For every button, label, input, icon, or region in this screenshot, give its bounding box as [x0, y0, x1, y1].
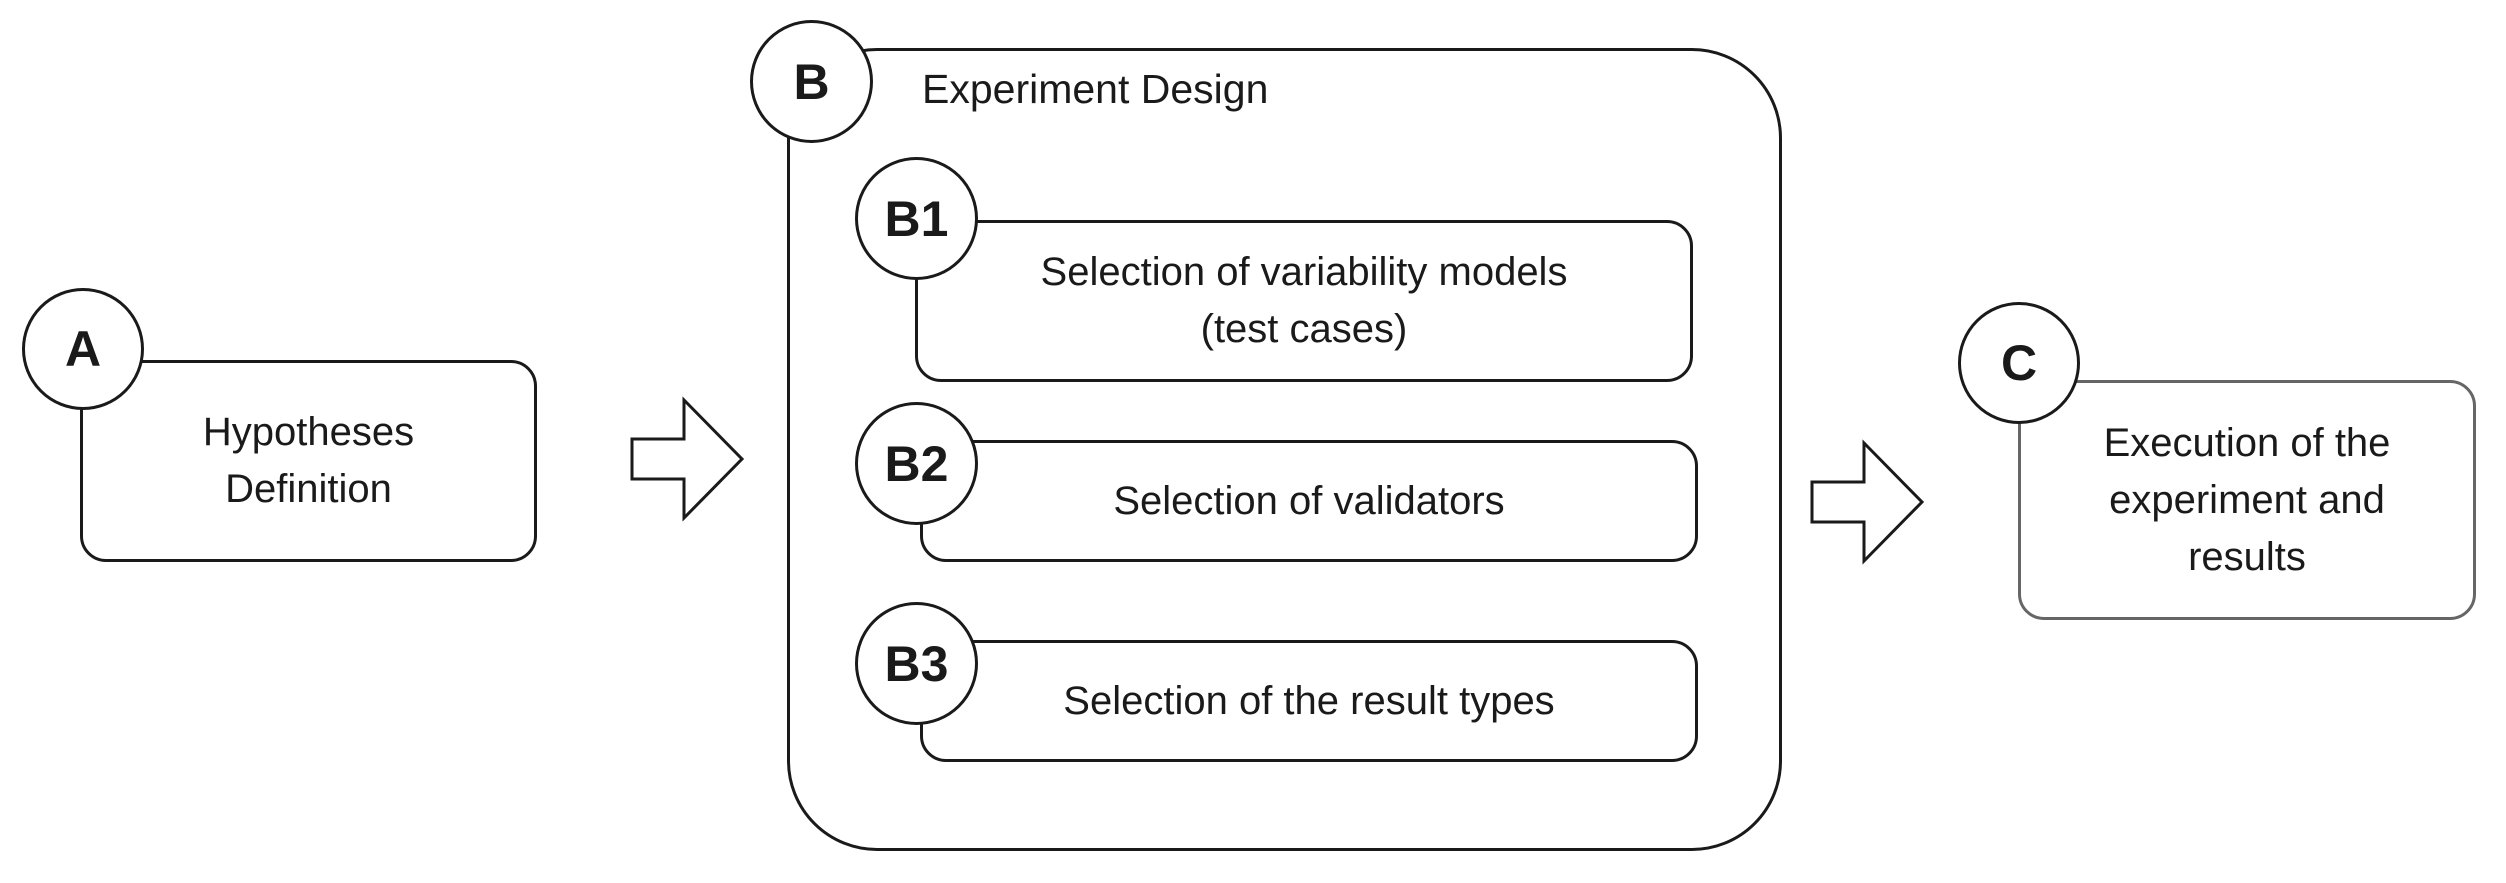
arrow-b-to-c-icon [1810, 439, 1925, 565]
experiment-design-title: Experiment Design [922, 66, 1269, 112]
substep-b1-badge-label: B1 [884, 190, 949, 247]
step-b-badge: B [750, 20, 873, 143]
step-a-label: Hypotheses Definition [202, 410, 415, 511]
arrow-a-to-b-icon [630, 396, 745, 522]
substep-b2-badge: B2 [855, 402, 978, 525]
substep-b2-label: Selection of validators [1113, 478, 1505, 523]
substep-b2-box: Selection of validators [920, 440, 1698, 562]
step-c-badge-label: C [2000, 335, 2038, 391]
step-c-box: Execution of the experiment and results [2018, 380, 2476, 620]
substep-b3-label: Selection of the result types [1063, 678, 1555, 723]
step-c-label: Execution of the experiment and results [2103, 420, 2391, 579]
substep-b2-badge-label: B2 [884, 435, 949, 492]
substep-b1-label: Selection of variability models (test ca… [1040, 250, 1568, 351]
substep-b1-box: Selection of variability models (test ca… [915, 220, 1693, 382]
substep-b1-badge: B1 [855, 157, 978, 280]
substep-b3-badge-label: B3 [884, 635, 949, 692]
step-a-box: Hypotheses Definition [80, 360, 537, 562]
substep-b3-badge: B3 [855, 602, 978, 725]
step-a-badge-label: A [64, 321, 102, 377]
step-b-badge-label: B [793, 53, 830, 110]
step-c-badge: C [1958, 302, 2080, 424]
substep-b3-box: Selection of the result types [920, 640, 1698, 762]
step-a-badge: A [22, 288, 144, 410]
